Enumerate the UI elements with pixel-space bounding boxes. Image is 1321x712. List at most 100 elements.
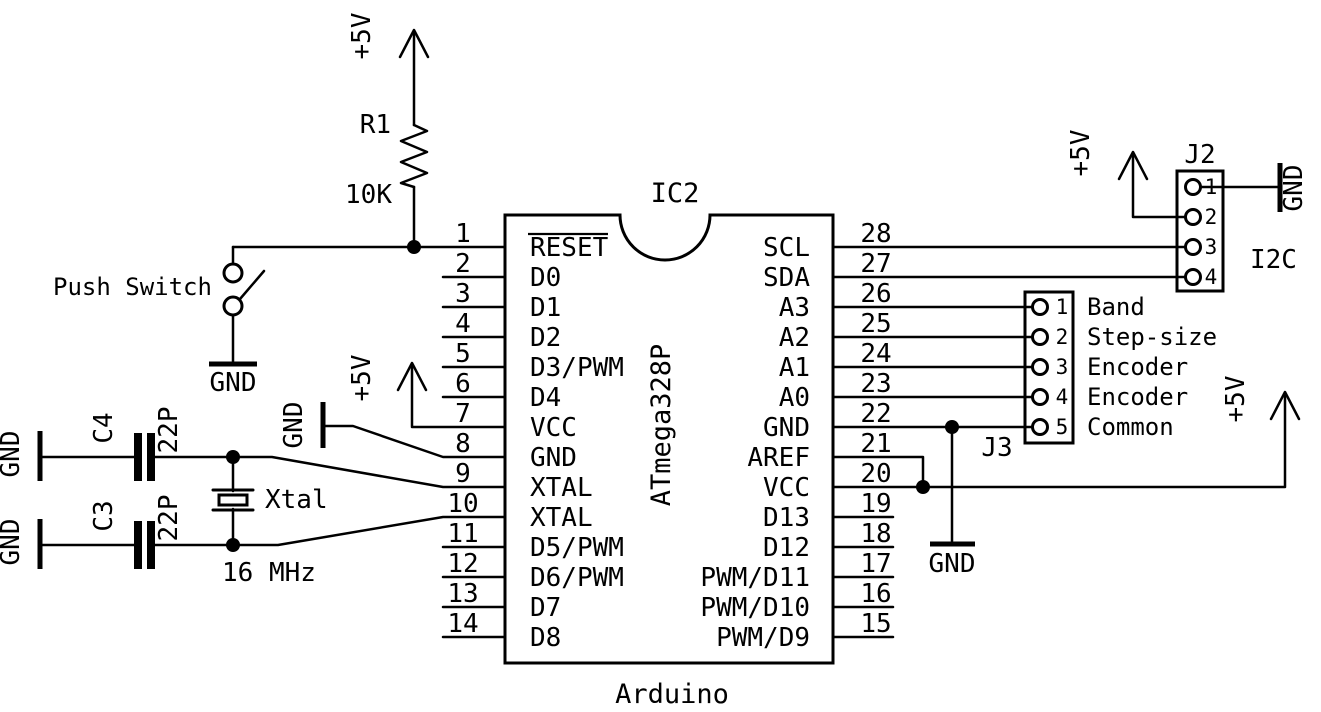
resistor-zigzag <box>399 123 429 189</box>
gnd-label: GND <box>279 402 309 449</box>
crystal-plates <box>211 488 255 512</box>
pin-number: 24 <box>860 339 891 369</box>
junction-dot <box>226 450 240 464</box>
pin-number: 19 <box>860 489 891 519</box>
j3-pin-function: Encoder <box>1087 383 1188 411</box>
resistor-r1 <box>399 123 429 189</box>
connector-pin-number: 1 <box>1056 295 1069 319</box>
pin-label: D13 <box>763 503 810 533</box>
pin-number: 15 <box>860 609 891 639</box>
pin-label: SCL <box>763 233 810 263</box>
connector-pin-number: 4 <box>1056 385 1069 409</box>
pin-number: 3 <box>455 279 471 309</box>
pin-number: 1 <box>455 219 471 249</box>
connector-pin-number: 3 <box>1205 235 1218 259</box>
j3-pin-function: Band <box>1087 293 1145 321</box>
arrow-up-icon <box>1117 150 1149 181</box>
j3-pin-function: Step-size <box>1087 323 1217 351</box>
pin-label: A1 <box>779 353 810 383</box>
connector-pin-number: 1 <box>1205 175 1218 199</box>
j3-pin-3 <box>1031 358 1049 376</box>
r1-designator: R1 <box>360 110 391 140</box>
vcc-label: +5V <box>347 355 377 402</box>
arrow-up-icon <box>398 28 430 59</box>
ic-right-pin-numbers: 28 27 26 25 24 23 22 21 20 19 18 17 16 1… <box>860 219 891 639</box>
vcc-arrow-pin20 <box>1269 390 1301 421</box>
j2-pin-numbers: 1 2 3 4 <box>1205 175 1218 289</box>
pin-label: GND <box>763 413 810 443</box>
gnd-label: GND <box>1279 165 1309 212</box>
c4-plates <box>134 433 155 481</box>
j3-pin-2 <box>1031 328 1049 346</box>
pin-number: 16 <box>860 579 891 609</box>
j2-pin-3 <box>1184 238 1202 256</box>
junction-dot <box>407 240 421 254</box>
ic-outline <box>503 213 835 665</box>
gnd-label: GND <box>929 549 976 579</box>
pin-number: 14 <box>447 609 478 639</box>
pin-label: D12 <box>763 533 810 563</box>
pin-label: D0 <box>530 263 561 293</box>
pin-label: PWM/D9 <box>716 623 810 653</box>
wire-xtal2-net <box>153 515 507 547</box>
wire-pin22-gnd <box>831 425 1034 543</box>
vcc-label: +5V <box>347 13 377 60</box>
vcc-label: +5V <box>1221 376 1251 423</box>
pin-label: VCC <box>763 473 810 503</box>
pin-number: 28 <box>860 219 891 249</box>
pin-label: D4 <box>530 383 561 413</box>
pin-number: 8 <box>455 429 471 459</box>
ic-board-name: Arduino <box>615 679 729 710</box>
pin-number: 9 <box>455 459 471 489</box>
j2-pin-1 <box>1184 178 1202 196</box>
pin-number: 11 <box>447 519 478 549</box>
j3-pins <box>1031 298 1049 436</box>
vcc-arrow-r1 <box>398 28 430 59</box>
connector-pin-number: 2 <box>1205 205 1218 229</box>
ic-designator: IC2 <box>651 178 700 209</box>
capacitor-c4 <box>134 433 155 481</box>
pin-number: 12 <box>447 549 478 579</box>
connector-pin-number: 3 <box>1056 355 1069 379</box>
j3-pin-1 <box>1031 298 1049 316</box>
junction-dot <box>226 538 240 552</box>
j3-pin-numbers: 1 2 3 4 5 <box>1056 295 1069 439</box>
wire-aref <box>831 455 925 489</box>
pin-number: 17 <box>860 549 891 579</box>
pin-number: 23 <box>860 369 891 399</box>
pin-label: XTAL <box>530 473 593 503</box>
pin-number: 7 <box>455 399 471 429</box>
pin-label: D7 <box>530 593 561 623</box>
ic-left-pin-labels: RESET D0 D1 D2 D3/PWM D4 VCC GND XTAL XT… <box>530 233 624 653</box>
connector-pin-number: 5 <box>1056 415 1069 439</box>
arrow-up-icon <box>1269 390 1301 421</box>
j3-designator: J3 <box>981 433 1012 463</box>
pin-number: 20 <box>860 459 891 489</box>
wire-j2-pin2-vcc <box>1131 154 1188 219</box>
pin-label: AREF <box>747 443 810 473</box>
pin-label: D5/PWM <box>530 533 624 563</box>
pin-number: 4 <box>455 309 471 339</box>
j3-pin-4 <box>1031 388 1049 406</box>
crystal-frequency: 16 MHz <box>222 558 316 588</box>
pin-label: SDA <box>763 263 810 293</box>
switch-lever <box>238 269 266 301</box>
c3-value: 22P <box>154 495 184 542</box>
pin-number: 22 <box>860 399 891 429</box>
pin-number: 21 <box>860 429 891 459</box>
pin-label: D2 <box>530 323 561 353</box>
j2-bus-label: I2C <box>1250 245 1297 275</box>
j2-pins <box>1184 178 1202 286</box>
j2-pin-4 <box>1184 268 1202 286</box>
gnd-label: GND <box>0 519 26 566</box>
c4-value: 22P <box>154 407 184 454</box>
arrow-up-icon <box>396 361 428 392</box>
pin-label: D6/PWM <box>530 563 624 593</box>
j3-pin-5 <box>1031 418 1049 436</box>
connector-pin-number: 4 <box>1205 265 1218 289</box>
pin-number: 6 <box>455 369 471 399</box>
pin-number: 2 <box>455 249 471 279</box>
vcc-arrow-pin7 <box>396 361 428 392</box>
pin-label: GND <box>530 443 577 473</box>
